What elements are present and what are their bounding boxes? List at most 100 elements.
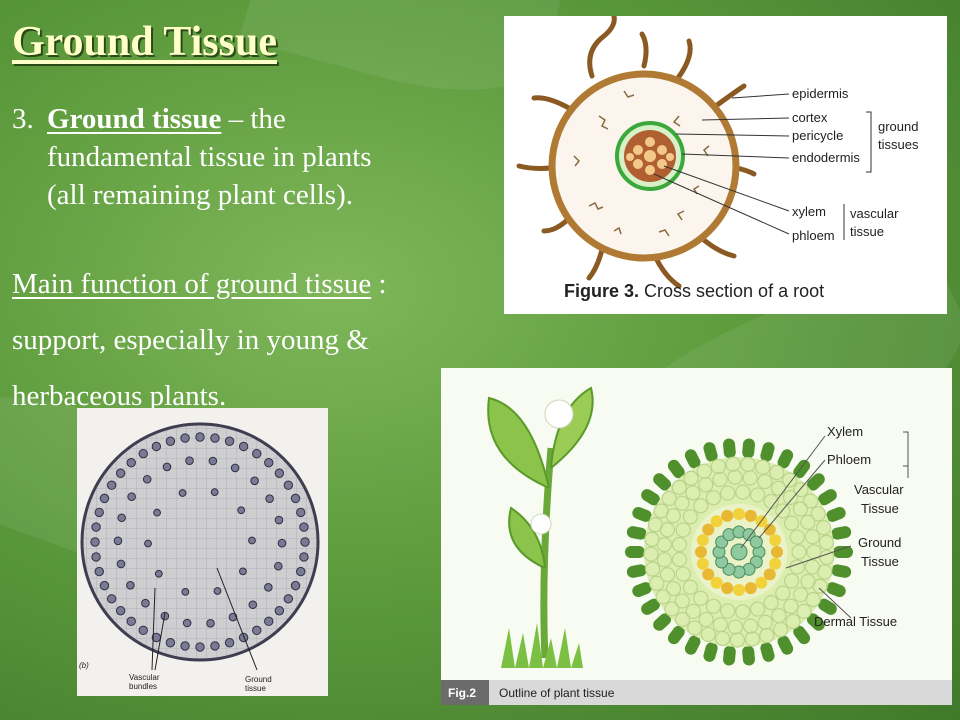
vascular-bundle	[296, 507, 306, 518]
dermal-cell	[760, 642, 775, 662]
vascular-bundle	[283, 594, 294, 604]
ground-cell	[769, 464, 785, 481]
vascular-bundle	[106, 480, 117, 490]
ground-cell	[735, 484, 751, 500]
ground-cell	[643, 546, 659, 562]
ground-cell	[671, 551, 688, 568]
vascular-cell	[702, 523, 715, 536]
dermal-cell	[703, 642, 718, 662]
vascular-bundle	[206, 619, 215, 628]
ground-cell	[682, 579, 699, 595]
vascular-bundle	[138, 448, 148, 459]
dermal-cell	[818, 598, 837, 615]
ground-cell	[712, 471, 728, 488]
function-line-1: Main function of ground tissue :	[12, 256, 512, 312]
slide-title: Ground Tissue	[12, 19, 277, 65]
vascular-cell	[696, 534, 709, 547]
vascular-bundle	[210, 641, 220, 651]
label-pericycle: pericycle	[792, 128, 843, 143]
ground-cell	[792, 501, 809, 517]
ground-cell	[720, 603, 736, 619]
root-cross-section-figure: epidermis cortex pericycle endodermis xy…	[504, 16, 947, 314]
vascular-bundle	[165, 638, 176, 648]
vascular-bundle	[224, 436, 235, 446]
caption-text: Cross section of a root	[639, 281, 824, 301]
ground-cell	[655, 589, 671, 605]
label-phloem: phloem	[792, 228, 835, 243]
vascular-bundle	[274, 561, 283, 571]
vascular-cell	[702, 568, 715, 581]
vascular-bundle	[116, 559, 126, 569]
ground-cell	[793, 481, 809, 498]
root-leader-lines	[653, 93, 790, 235]
ground-cell	[649, 575, 665, 591]
ground-cell	[671, 536, 688, 553]
ground-cell	[727, 619, 744, 635]
ground-cell	[740, 456, 756, 473]
dermal-cell	[653, 473, 672, 491]
dermal-cell	[793, 459, 811, 479]
vascular-bundle	[300, 537, 310, 547]
ground-cell	[783, 598, 799, 614]
vascular-bundle	[91, 522, 101, 532]
ground-cell	[810, 506, 826, 522]
vascular-bundle	[141, 598, 150, 608]
ground-cell	[647, 517, 663, 533]
vascular-cell	[744, 509, 757, 522]
ground-cell	[664, 601, 680, 617]
ground-cell	[796, 603, 812, 619]
ground-cell	[682, 509, 699, 525]
dermal-cell	[833, 546, 853, 558]
stem-diagram: (b) Vascular bundles Ground tissue	[79, 422, 320, 693]
vascular-bundle	[165, 436, 176, 446]
label-endodermis: endodermis	[792, 150, 860, 165]
ground-cell	[700, 626, 716, 643]
ground-cell	[782, 489, 799, 506]
vascular-cell	[744, 582, 757, 595]
ground-cell	[693, 590, 709, 606]
ground-cell	[805, 591, 821, 608]
ground-cell	[661, 490, 677, 507]
dermal-cell	[831, 526, 852, 540]
dermal-cell	[667, 459, 685, 479]
ground-cell	[812, 578, 828, 594]
ground-cell	[656, 552, 673, 568]
vascular-bundle	[210, 433, 220, 443]
ground-cell	[687, 620, 703, 636]
label-ground-tissue-1: Ground	[858, 535, 901, 550]
label-epidermis: epidermis	[792, 86, 849, 101]
vascular-bundle	[252, 448, 262, 459]
ground-cell	[783, 573, 800, 589]
vascular-bundle	[185, 456, 194, 465]
vascular-bundle	[290, 493, 301, 504]
label-ground-tissue-2: tissue	[245, 684, 266, 693]
stem-section	[80, 422, 320, 662]
ground-cell	[759, 627, 775, 644]
vascular-cell	[733, 584, 745, 596]
label-xylem: Xylem	[827, 424, 863, 439]
vascular-cell	[763, 568, 776, 581]
vascular-bundle	[126, 581, 135, 590]
ground-cell	[714, 630, 731, 647]
ground-cell	[744, 631, 760, 647]
ground-cell	[735, 604, 751, 620]
label-vascular-2: tissue	[850, 224, 884, 239]
vascular-bundle	[138, 625, 148, 636]
label-vascular-bundles-2: bundles	[129, 682, 157, 691]
ground-cell	[705, 490, 722, 506]
ground-cell	[674, 611, 691, 628]
outline-diagram: Xylem Phloem Vascular Tissue Ground Tiss…	[441, 386, 952, 705]
dermal-cell	[723, 438, 736, 459]
vascular-cell	[755, 576, 768, 589]
vascular-bundle	[296, 566, 306, 577]
dermal-cell	[742, 438, 755, 459]
vascular-cell	[710, 576, 723, 589]
vascular-bundle	[154, 569, 163, 578]
vascular-bundle	[277, 538, 287, 548]
vascular-bundle	[115, 606, 126, 616]
dermal-cell	[831, 564, 852, 578]
ground-cell	[785, 613, 801, 630]
vascular-bundle	[178, 489, 187, 497]
vascular-cell	[771, 546, 783, 558]
ground-cell	[720, 485, 736, 501]
